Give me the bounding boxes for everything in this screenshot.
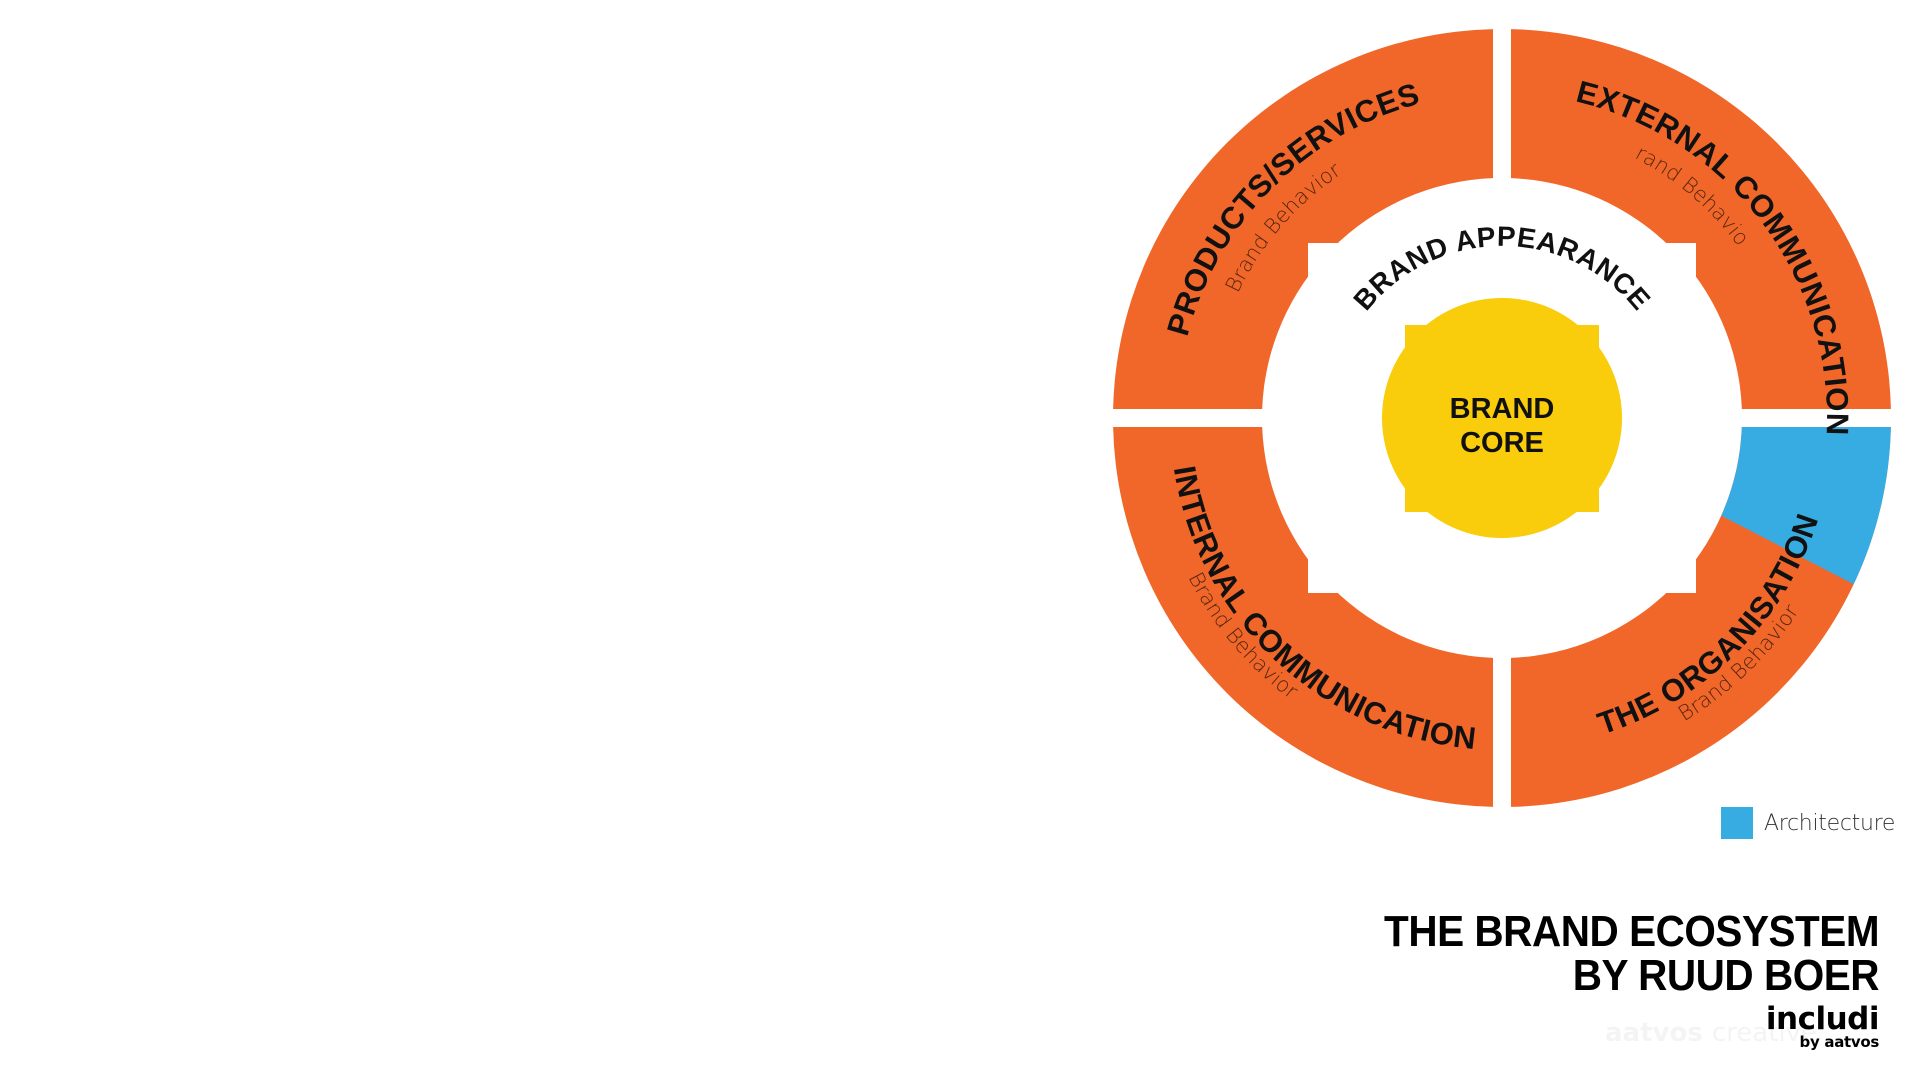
legend-swatch-architecture (1721, 807, 1753, 839)
outer-ring (1113, 29, 1891, 807)
diagram-title: THE BRAND ECOSYSTEM (1383, 907, 1880, 956)
brand-core: BRAND CORE (1382, 298, 1622, 538)
segment-external-communication (1511, 29, 1891, 410)
brand-core-label-line2: CORE (1460, 427, 1544, 459)
title-block: THE BRAND ECOSYSTEM BY RUUD BOER includi… (1341, 907, 1880, 1051)
brand-core-square (1405, 325, 1599, 512)
includi-logo: includi (1765, 1001, 1880, 1037)
segment-internal-communication (1113, 427, 1493, 807)
diagram-author: BY RUUD BOER (1572, 951, 1880, 1000)
includi-logo-tagline: by aatvos (1799, 1033, 1880, 1051)
segment-products-services (1113, 29, 1493, 410)
watermark-light: creative (1711, 1018, 1818, 1048)
watermark: aatvos creative (1605, 1018, 1817, 1048)
legend-label-architecture: Architecture (1764, 810, 1896, 836)
watermark-bold: aatvos (1605, 1018, 1703, 1048)
legend: Architecture (1721, 807, 1895, 839)
brand-core-label-line1: BRAND (1450, 393, 1555, 425)
segment-architecture (1721, 427, 1891, 585)
